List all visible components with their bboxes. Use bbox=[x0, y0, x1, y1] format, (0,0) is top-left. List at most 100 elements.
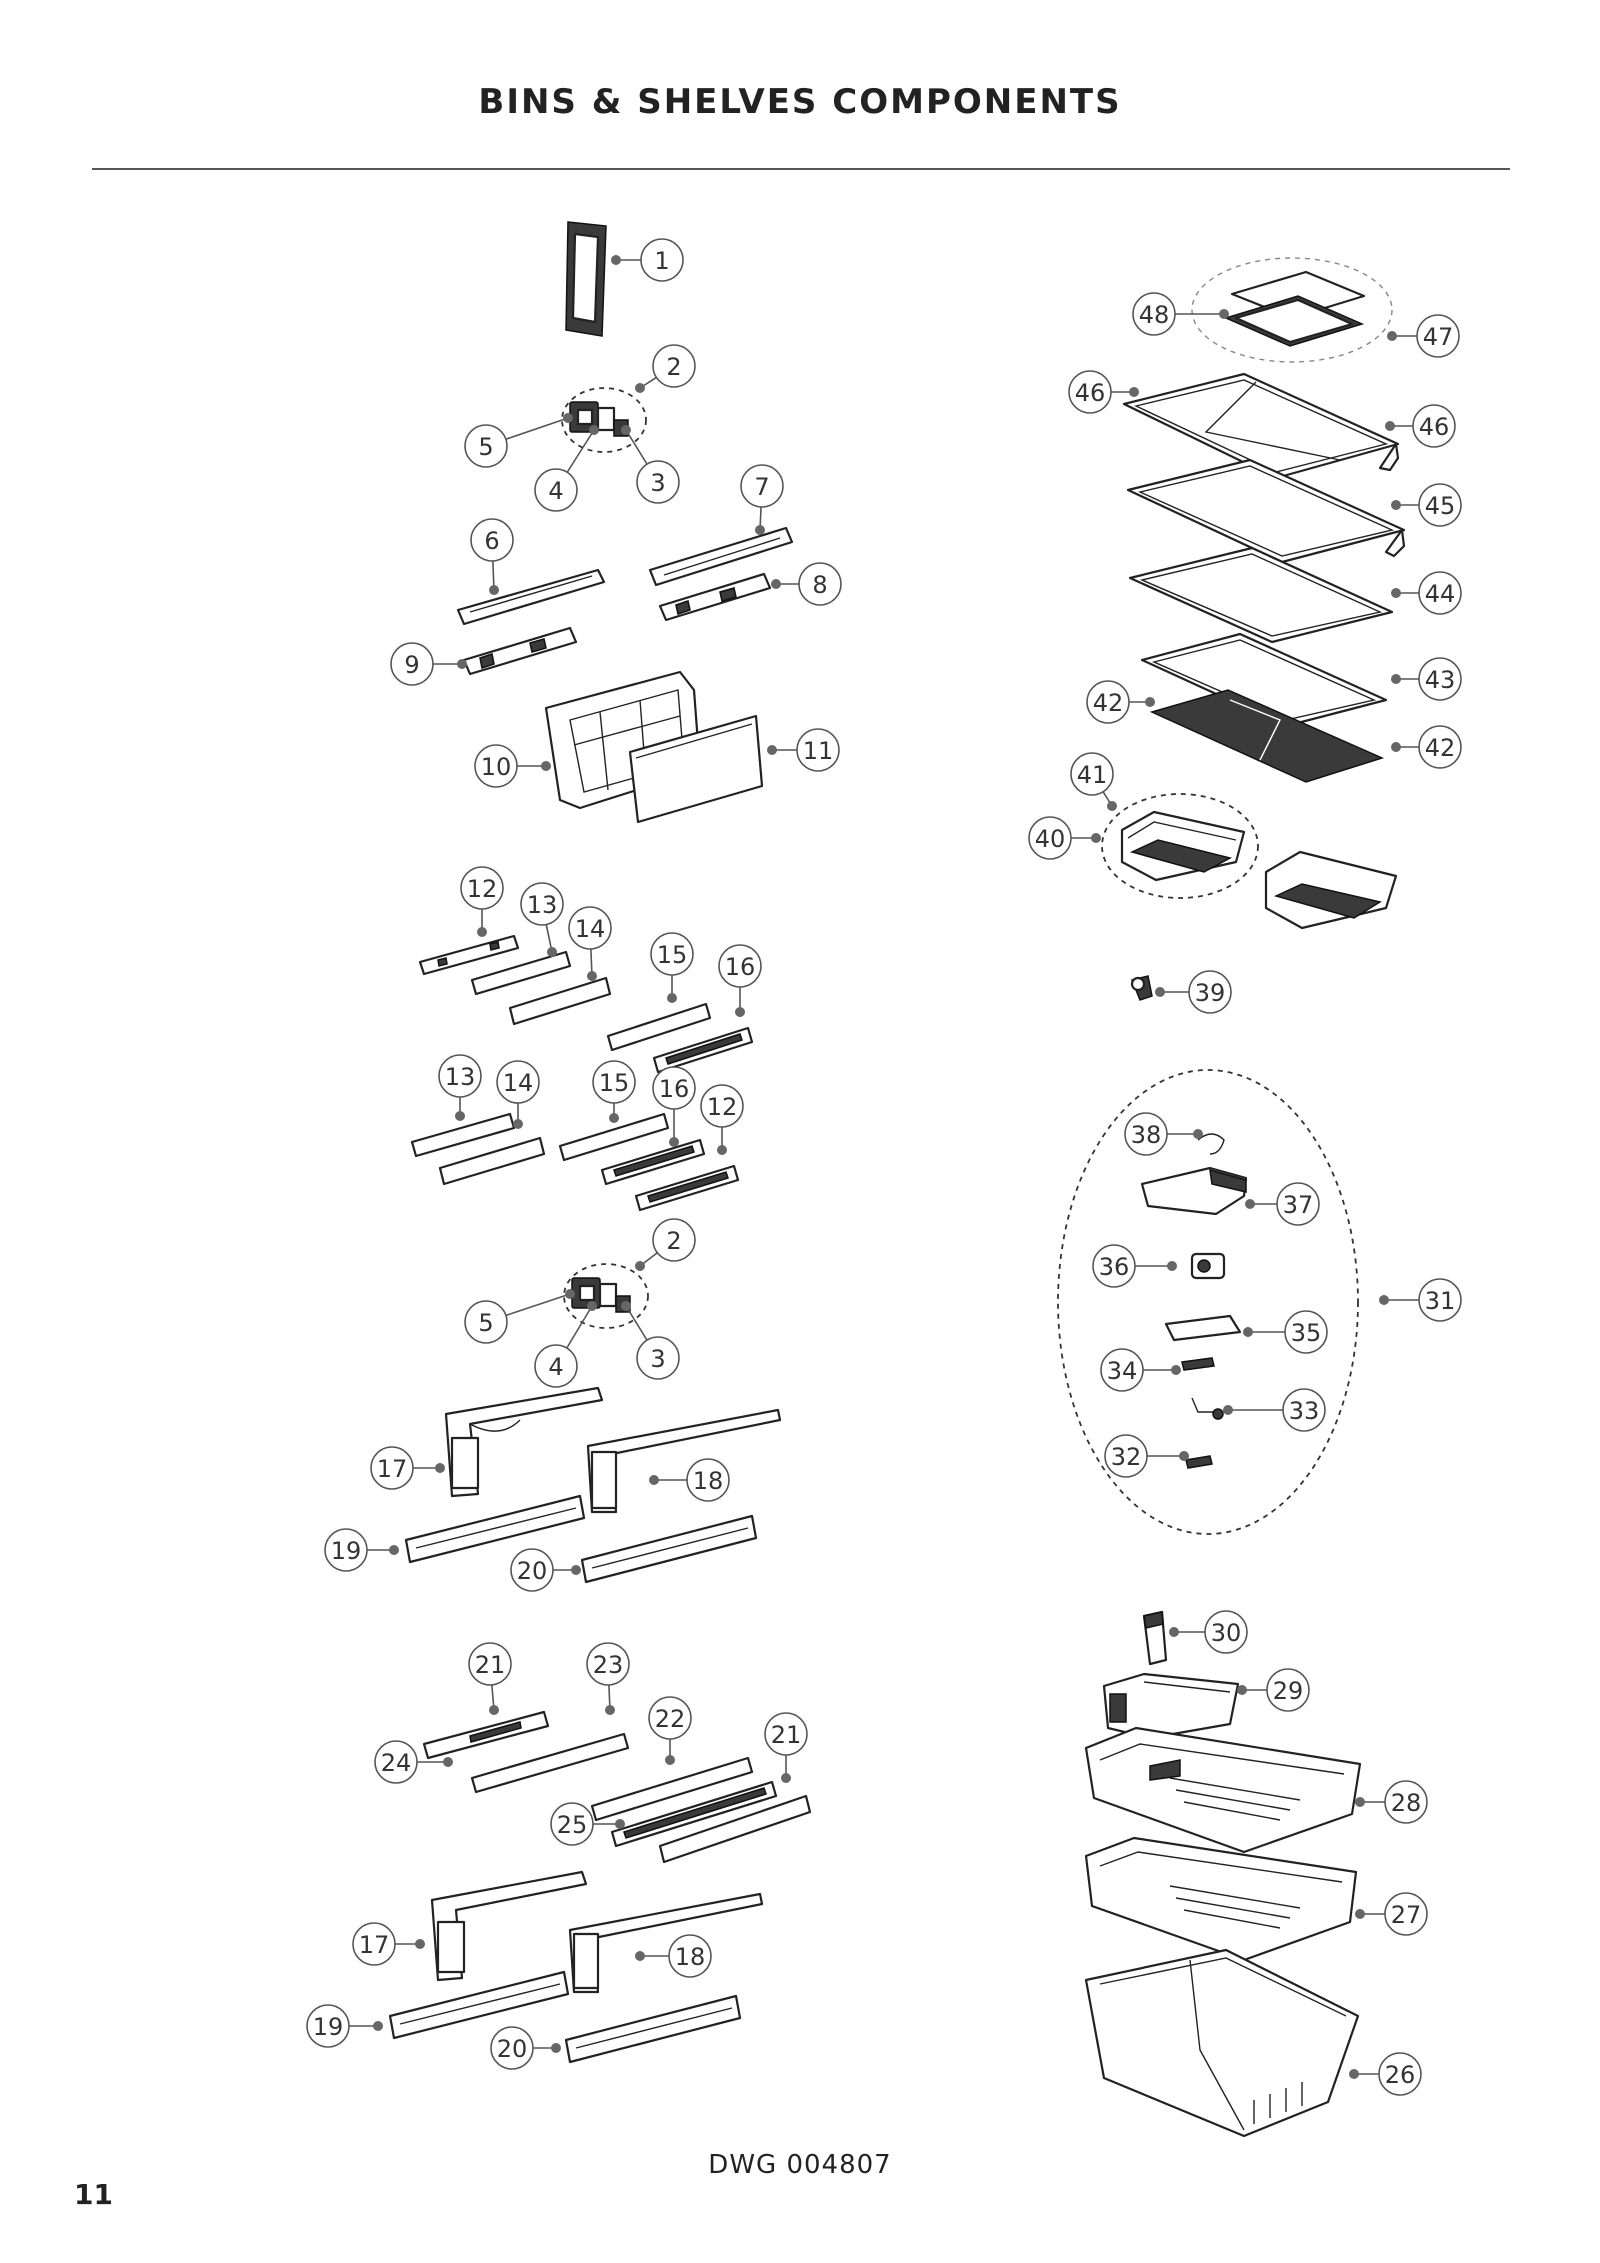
callout-leader-line bbox=[625, 1305, 648, 1341]
part-39-clip bbox=[1130, 975, 1153, 1001]
callout-bubble bbox=[586, 1642, 630, 1686]
callout-9: 9 bbox=[390, 642, 467, 686]
callout-leader-dot bbox=[755, 525, 765, 535]
callout-leader-dot bbox=[767, 745, 777, 755]
callout-number: 29 bbox=[1273, 1677, 1304, 1705]
callout-bubble bbox=[1412, 404, 1456, 448]
callout-leader-dot bbox=[455, 1111, 465, 1121]
callout-number: 5 bbox=[478, 433, 493, 461]
callout-leader-dot bbox=[571, 1565, 581, 1575]
callout-leader-dot bbox=[1171, 1365, 1181, 1375]
callout-leader-dot bbox=[563, 413, 573, 423]
callout-leader-dot bbox=[1091, 833, 1101, 843]
callout-bubble bbox=[352, 1922, 396, 1966]
callout-4: 4 bbox=[534, 1301, 597, 1388]
callout-4: 4 bbox=[534, 425, 599, 512]
callout-number: 16 bbox=[659, 1075, 690, 1103]
callout-42: 42 bbox=[1391, 725, 1462, 769]
callout-bubble bbox=[636, 1336, 680, 1380]
callout-leader-dot bbox=[1355, 1909, 1365, 1919]
callout-number: 35 bbox=[1291, 1319, 1322, 1347]
callout-number: 3 bbox=[650, 469, 665, 497]
callout-number: 14 bbox=[503, 1069, 534, 1097]
callout-bubble bbox=[374, 1740, 418, 1784]
callout-5: 5 bbox=[464, 413, 573, 468]
callout-number: 15 bbox=[657, 941, 688, 969]
callout-leader-dot bbox=[489, 585, 499, 595]
callout-17: 17 bbox=[352, 1922, 425, 1966]
callout-number: 46 bbox=[1075, 379, 1106, 407]
callout-leader-dot bbox=[1391, 674, 1401, 684]
callout-number: 30 bbox=[1211, 1619, 1242, 1647]
callout-bubble bbox=[534, 468, 578, 512]
callout-18: 18 bbox=[635, 1934, 712, 1978]
callout-leader-dot bbox=[1223, 1405, 1233, 1415]
callout-number: 3 bbox=[650, 1345, 665, 1373]
callout-leader-dot bbox=[589, 425, 599, 435]
callout-bubble bbox=[568, 906, 612, 950]
callout-number: 7 bbox=[754, 473, 769, 501]
callout-19: 19 bbox=[306, 2004, 383, 2048]
callout-leader-dot bbox=[1193, 1129, 1203, 1139]
callout-number: 13 bbox=[527, 891, 558, 919]
callout-bubble bbox=[370, 1446, 414, 1490]
parts-17-20-upper bbox=[404, 1386, 782, 1584]
part-6-rail bbox=[456, 568, 606, 626]
callout-number: 21 bbox=[771, 1721, 802, 1749]
callout-bubble bbox=[1068, 370, 1112, 414]
callout-number: 12 bbox=[467, 875, 498, 903]
callout-2: 2 bbox=[635, 344, 696, 393]
part-42-grille bbox=[1149, 689, 1385, 783]
callout-bubble bbox=[700, 1084, 744, 1128]
part-47-48-crisper-cover bbox=[1191, 257, 1393, 363]
callout-leader-line bbox=[566, 1305, 593, 1349]
callout-13: 13 bbox=[438, 1054, 482, 1121]
callout-leader-dot bbox=[415, 1939, 425, 1949]
part-27-drawer bbox=[1084, 1836, 1358, 1962]
callout-37: 37 bbox=[1245, 1182, 1320, 1226]
callout-bubble bbox=[1378, 2052, 1422, 2096]
callout-bubble bbox=[1418, 725, 1462, 769]
callout-bubble bbox=[796, 728, 840, 772]
part-46-split-shelf bbox=[1122, 372, 1400, 480]
callout-leader-line bbox=[566, 429, 595, 473]
part-40-41-crisper-pan bbox=[1101, 793, 1398, 930]
callout-bubble bbox=[474, 744, 518, 788]
callout-17: 17 bbox=[370, 1446, 445, 1490]
callout-15: 15 bbox=[592, 1060, 636, 1123]
callout-16: 16 bbox=[652, 1066, 696, 1147]
callout-bubble bbox=[718, 944, 762, 988]
callout-leader-dot bbox=[1385, 421, 1395, 431]
callout-number: 1 bbox=[654, 247, 669, 275]
callout-19: 19 bbox=[324, 1528, 399, 1572]
callout-leader-dot bbox=[1379, 1295, 1389, 1305]
part-29-small-bin bbox=[1102, 1672, 1240, 1740]
callout-bubble bbox=[520, 882, 564, 926]
callout-28: 28 bbox=[1355, 1780, 1428, 1824]
callout-bubble bbox=[686, 1458, 730, 1502]
callout-bubble bbox=[652, 1066, 696, 1110]
callout-7: 7 bbox=[740, 464, 784, 535]
callout-leader-dot bbox=[781, 1773, 791, 1783]
drawing-number: DWG 004807 bbox=[708, 2150, 892, 2180]
callout-number: 4 bbox=[548, 477, 563, 505]
left-parts bbox=[388, 221, 812, 2064]
page-title: BINS & SHELVES COMPONENTS bbox=[478, 82, 1122, 122]
callout-leader-dot bbox=[513, 1119, 523, 1129]
callout-leader-dot bbox=[635, 1261, 645, 1271]
callout-number: 20 bbox=[497, 2035, 528, 2063]
callout-leader-dot bbox=[609, 1113, 619, 1123]
callout-20: 20 bbox=[510, 1548, 581, 1592]
callout-number: 2 bbox=[666, 353, 681, 381]
callout-number: 4 bbox=[548, 1353, 563, 1381]
callout-bubble bbox=[1384, 1892, 1428, 1936]
callout-number: 32 bbox=[1111, 1443, 1142, 1471]
callout-bubble bbox=[496, 1060, 540, 1104]
callout-6: 6 bbox=[470, 518, 514, 595]
callout-number: 20 bbox=[517, 1557, 548, 1585]
callout-leader-dot bbox=[565, 1289, 575, 1299]
callout-leader-line bbox=[505, 1293, 571, 1317]
callout-leader-dot bbox=[1129, 387, 1139, 397]
part-44-shelf bbox=[1128, 546, 1394, 644]
